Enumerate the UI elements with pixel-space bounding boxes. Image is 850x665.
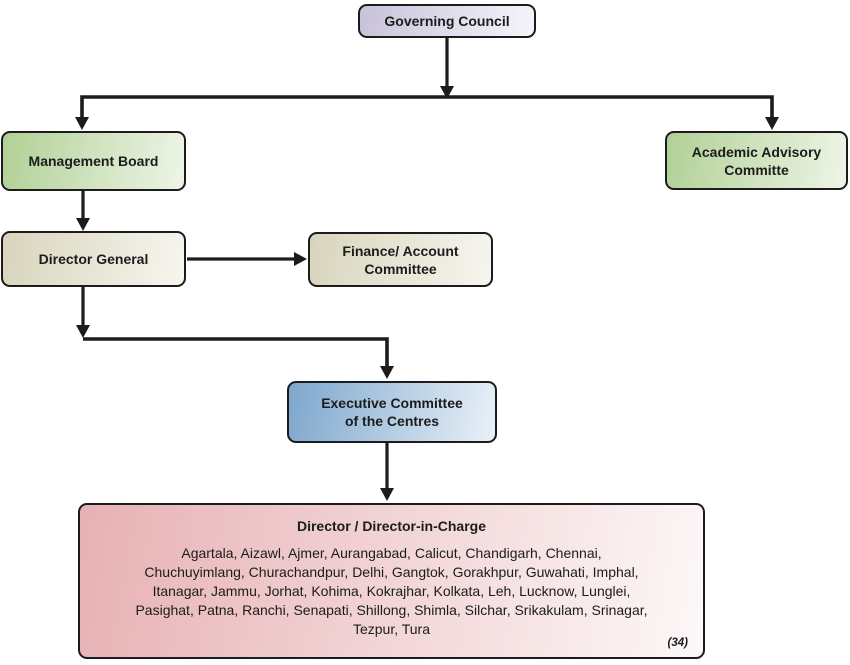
node-label-line: Academic Advisory bbox=[691, 143, 822, 160]
node-label: Management Board bbox=[28, 153, 159, 169]
node-director-in-charge: Director / Director-in-Charge Agartala, … bbox=[78, 503, 705, 659]
centre-list-line: Pasighat, Patna, Ranchi, Senapati, Shill… bbox=[135, 602, 648, 618]
node-title: Director / Director-in-Charge bbox=[296, 518, 487, 534]
arrowhead-director-in-charge bbox=[380, 488, 394, 501]
centre-list-line: Agartala, Aizawl, Ajmer, Aurangabad, Cal… bbox=[181, 545, 602, 561]
arrowhead-executive-committee bbox=[380, 366, 394, 379]
node-academic-advisory-committe: Academic Advisory Committe bbox=[665, 131, 848, 190]
node-governing-council: Governing Council bbox=[358, 4, 536, 38]
node-director-general: Director General bbox=[1, 231, 186, 287]
centre-list-line: Itanagar, Jammu, Jorhat, Kohima, Kokrajh… bbox=[152, 583, 631, 599]
node-management-board: Management Board bbox=[1, 131, 186, 191]
node-label: Director General bbox=[38, 251, 149, 267]
node-label: Governing Council bbox=[384, 13, 510, 29]
node-label-line: Committe bbox=[724, 161, 789, 178]
connector-split-bar bbox=[80, 95, 774, 118]
node-label-line: Finance/ Account bbox=[342, 242, 459, 259]
arrowhead-finance-account bbox=[294, 252, 307, 266]
centre-list-line: Chuchuyimlang, Churachandpur, Delhi, Gan… bbox=[144, 564, 639, 580]
arrowhead-dg-corner bbox=[76, 325, 90, 338]
arrowhead-director-general bbox=[76, 218, 90, 231]
node-finance-account-committee: Finance/ Account Committee bbox=[308, 232, 493, 287]
connector-corner-ec bbox=[83, 337, 389, 367]
arrowhead-academic-advisory bbox=[765, 117, 779, 130]
node-label-line: of the Centres bbox=[344, 413, 440, 429]
node-label-line: Executive Committee bbox=[321, 395, 463, 411]
node-executive-committee-of-the-centres: Executive Committee of the Centres bbox=[287, 381, 497, 443]
arrowhead-gc-junction bbox=[440, 86, 454, 99]
centre-count: (34) bbox=[667, 637, 688, 649]
centre-list-line: Tezpur, Tura bbox=[352, 621, 431, 637]
arrowhead-management-board bbox=[75, 117, 89, 130]
node-label-line: Committee bbox=[364, 260, 437, 277]
